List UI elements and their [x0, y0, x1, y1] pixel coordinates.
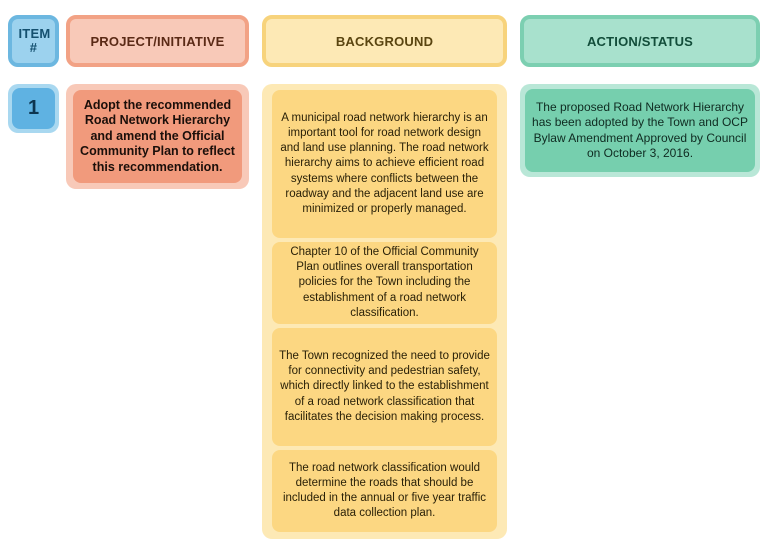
header-background-label: BACKGROUND — [335, 33, 434, 49]
project-text: Adopt the recommended Road Network Hiera… — [73, 90, 242, 183]
header-action-status: ACTION/STATUS — [520, 15, 760, 67]
item-number-badge: 1 — [8, 84, 59, 133]
background-paragraph-3: The Town recognized the need to provide … — [272, 328, 497, 446]
header-item-label: ITEM # — [18, 26, 51, 55]
background-paragraph-1: A municipal road network hierarchy is an… — [272, 90, 497, 238]
action-cell: The proposed Road Network Hierarchy has … — [520, 84, 760, 177]
item-number: 1 — [12, 88, 55, 129]
header-background: BACKGROUND — [262, 15, 507, 67]
header-action-label: ACTION/STATUS — [586, 33, 694, 49]
background-paragraph-2: Chapter 10 of the Official Community Pla… — [272, 242, 497, 324]
background-cell: A municipal road network hierarchy is an… — [262, 84, 507, 539]
header-project-label: PROJECT/INITIATIVE — [90, 33, 225, 49]
header-project-initiative: PROJECT/INITIATIVE — [66, 15, 249, 67]
header-item-number: ITEM # — [8, 15, 59, 67]
background-paragraph-4: The road network classification would de… — [272, 450, 497, 532]
action-text: The proposed Road Network Hierarchy has … — [525, 89, 755, 172]
project-cell: Adopt the recommended Road Network Hiera… — [66, 84, 249, 189]
